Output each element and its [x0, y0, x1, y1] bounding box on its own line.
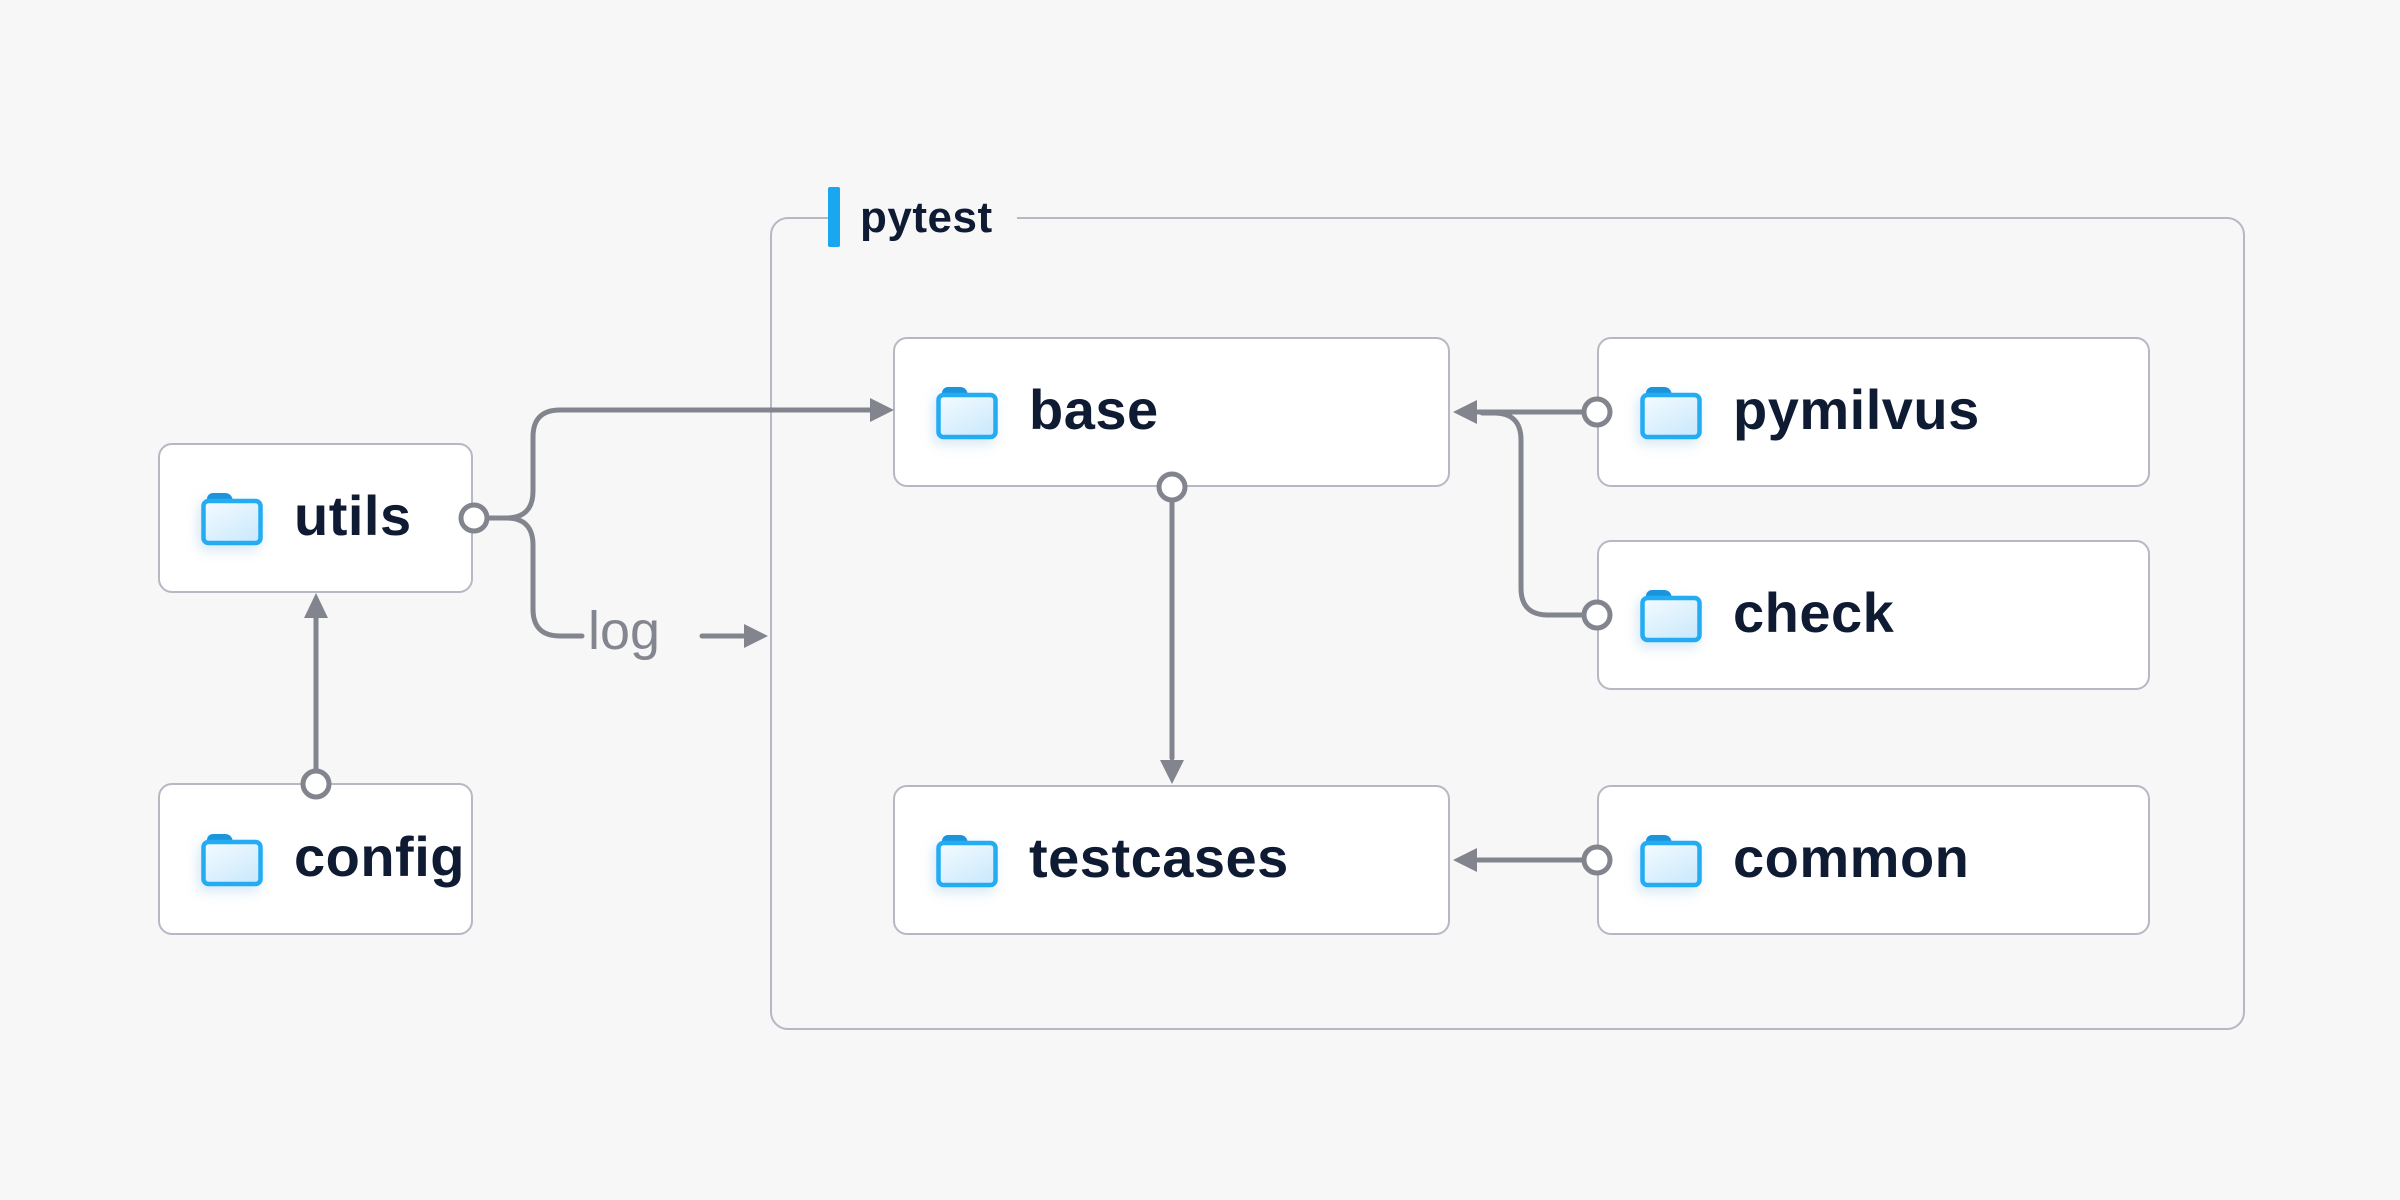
arrowhead-right [744, 624, 768, 648]
pytest-container-label: pytest [828, 181, 1017, 253]
folder-icon [200, 490, 264, 546]
node-label: base [1029, 378, 1159, 441]
node-label: utils [294, 484, 412, 547]
node-testcases: testcases [893, 785, 1450, 935]
node-label: testcases [1029, 826, 1289, 889]
arrowhead-up [304, 593, 328, 618]
folder-icon [1639, 832, 1703, 888]
node-label: common [1733, 826, 1970, 889]
folder-icon [935, 832, 999, 888]
node-check: check [1597, 540, 2150, 690]
node-pymilvus: pymilvus [1597, 337, 2150, 487]
edge-config-utils [300, 593, 332, 800]
pytest-container [770, 217, 2245, 1030]
folder-icon [200, 831, 264, 887]
node-label: config [294, 825, 465, 888]
folder-icon [1639, 587, 1703, 643]
node-label: check [1733, 581, 1895, 644]
container-title: pytest [860, 193, 993, 242]
node-label: pymilvus [1733, 378, 1980, 441]
edge-line [503, 515, 585, 639]
node-base: base [893, 337, 1450, 487]
node-utils: utils [158, 443, 473, 593]
node-common: common [1597, 785, 2150, 935]
edge-label-log: log [588, 601, 661, 661]
folder-icon [935, 384, 999, 440]
node-config: config [158, 783, 473, 935]
folder-icon [1639, 384, 1703, 440]
accent-bar [828, 187, 840, 247]
